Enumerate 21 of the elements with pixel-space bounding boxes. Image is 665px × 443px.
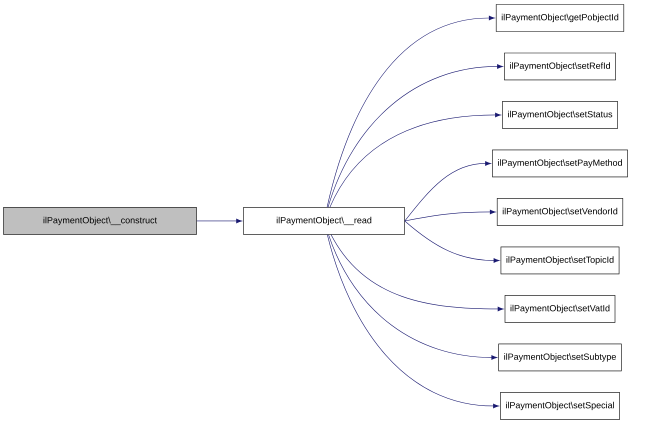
- arrow: [328, 64, 504, 208]
- function-box: ilPaymentObject\setSpecial: [500, 392, 620, 420]
- function-box: ilPaymentObject\setVatId: [504, 295, 616, 323]
- function-box: ilPaymentObject\setRefId: [504, 52, 616, 80]
- function-box: ilPaymentObject\setStatus: [502, 101, 618, 129]
- arrow: [328, 234, 498, 360]
- arrow: [326, 16, 495, 208]
- arrow: [196, 218, 242, 224]
- function-box: ilPaymentObject\__read: [243, 207, 405, 235]
- arrow: [330, 234, 504, 312]
- function-box: ilPaymentObject\getPobjectId: [496, 4, 624, 32]
- function-box: ilPaymentObject\setSubtype: [498, 344, 622, 372]
- arrow: [404, 210, 496, 222]
- arrow: [404, 161, 492, 222]
- function-box: ilPaymentObject\setTopicId: [500, 246, 620, 274]
- function-box: ilPaymentObject\setPayMethod: [492, 150, 628, 178]
- arrow: [330, 112, 502, 208]
- arrow: [404, 220, 500, 263]
- function-box: ilPaymentObject\__construct: [3, 207, 197, 235]
- arrow: [327, 234, 500, 408]
- function-box: ilPaymentObject\setVendorId: [496, 198, 624, 226]
